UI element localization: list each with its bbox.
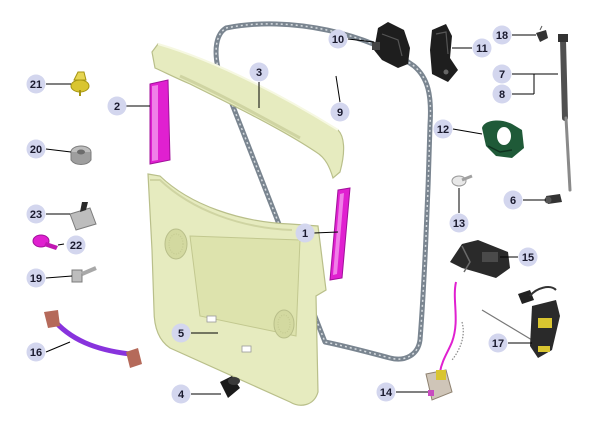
part-22-push-clip	[32, 234, 58, 250]
svg-text:6: 6	[510, 195, 516, 207]
svg-text:10: 10	[332, 34, 344, 46]
part-15-latch-bracket	[450, 240, 510, 278]
callout-6: 6	[503, 190, 523, 210]
part-23-clip	[69, 202, 97, 231]
callout-12: 12	[433, 119, 453, 139]
leader-16	[45, 341, 71, 353]
callout-9: 9	[330, 102, 350, 122]
callout-10: 10	[328, 29, 348, 49]
svg-text:18: 18	[496, 30, 508, 42]
leader-12	[452, 128, 483, 135]
callout-7: 7	[492, 64, 512, 84]
part-14-release-cable	[425, 281, 464, 401]
callout-4: 4	[171, 384, 191, 404]
svg-text:11: 11	[476, 43, 488, 55]
part-18-clip	[536, 25, 548, 42]
callout-22: 22	[66, 235, 86, 255]
svg-text:3: 3	[256, 67, 262, 79]
svg-text:22: 22	[70, 240, 82, 252]
leader-9	[335, 75, 341, 103]
part-19-bolt	[71, 266, 97, 283]
part-4-bump-stop	[220, 376, 240, 398]
svg-text:4: 4	[178, 389, 185, 401]
leader-22	[57, 243, 65, 246]
part-11-bracket	[430, 24, 458, 82]
callout-badges: 1 2 3 4 5 6 7 8 9 10 11 12 13 14 15 16 1…	[26, 25, 538, 404]
leader-lines	[45, 34, 558, 395]
part-21-gold-retainer	[70, 71, 90, 96]
svg-text:13: 13	[453, 218, 465, 230]
part-3-upper-trim	[151, 43, 345, 180]
svg-text:1: 1	[302, 228, 308, 240]
svg-text:12: 12	[437, 124, 449, 136]
part-13-push-pin	[451, 174, 473, 187]
callout-20: 20	[26, 139, 46, 159]
svg-text:17: 17	[492, 338, 504, 350]
callout-3: 3	[249, 62, 269, 82]
svg-text:20: 20	[30, 144, 42, 156]
callout-23: 23	[26, 204, 46, 224]
callout-2: 2	[107, 96, 127, 116]
part-5-tailgate-trim-panel	[147, 173, 327, 406]
callout-18: 18	[492, 25, 512, 45]
part-1-right-trim-strip	[329, 187, 351, 281]
svg-text:8: 8	[499, 89, 505, 101]
callout-17: 17	[488, 333, 508, 353]
part-2-left-trim-strip	[149, 79, 171, 165]
svg-text:2: 2	[114, 101, 120, 113]
part-16-cable-harness	[44, 310, 142, 368]
svg-text:9: 9	[337, 107, 343, 119]
part-17-latch-actuator	[481, 286, 560, 358]
part-12-green-clip	[482, 120, 524, 158]
svg-text:16: 16	[30, 347, 42, 359]
callout-19: 19	[26, 268, 46, 288]
leader-19	[45, 275, 73, 279]
svg-text:19: 19	[30, 273, 42, 285]
callout-15: 15	[518, 247, 538, 267]
part-10-hinge-bracket	[372, 22, 410, 68]
callout-14: 14	[376, 382, 396, 402]
svg-text:7: 7	[499, 69, 505, 81]
leader-20	[45, 148, 72, 153]
part-7-8-gas-strut	[558, 34, 572, 192]
svg-text:14: 14	[380, 387, 393, 399]
svg-text:15: 15	[522, 252, 534, 264]
svg-text:21: 21	[30, 79, 42, 91]
leader-1	[313, 231, 339, 234]
callout-13: 13	[449, 213, 469, 233]
callout-5: 5	[171, 323, 191, 343]
part-20-nut	[70, 145, 92, 165]
svg-text:23: 23	[30, 209, 42, 221]
callout-11: 11	[472, 38, 492, 58]
callout-1: 1	[295, 223, 315, 243]
part-6-strut-fitting	[544, 194, 562, 204]
svg-text:5: 5	[178, 328, 184, 340]
callout-8: 8	[492, 84, 512, 104]
callout-16: 16	[26, 342, 46, 362]
leader-10	[347, 38, 375, 43]
callout-21: 21	[26, 74, 46, 94]
